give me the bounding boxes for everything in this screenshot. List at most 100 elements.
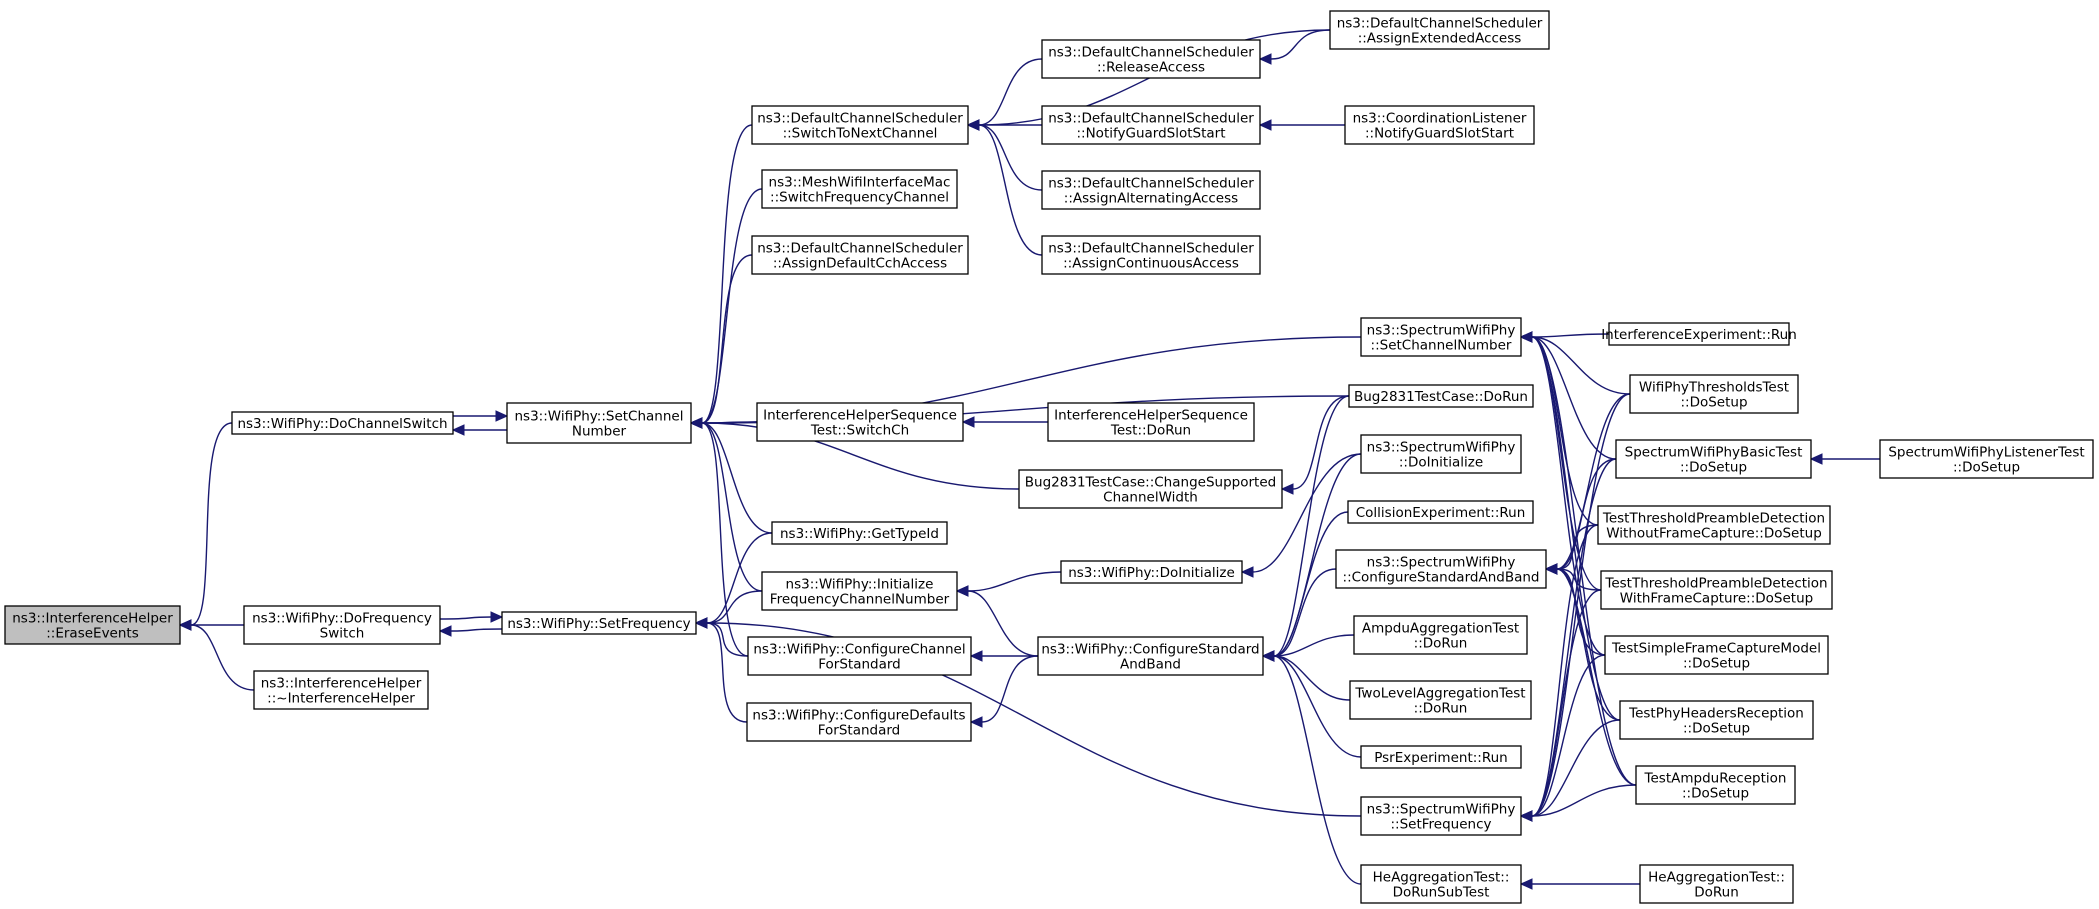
node-heaggsub[interactable]: HeAggregationTest::DoRunSubTest xyxy=(1360,864,1522,904)
arrowhead-sswlistener-to-sswbasic xyxy=(1809,453,1823,465)
call-edge-bugdorun-to-confstd xyxy=(1273,395,1350,657)
node-box xyxy=(1335,549,1547,589)
arrowhead-ampdurecep-to-sswsetfreq xyxy=(1519,810,1533,822)
call-edge-wifithresh-to-sswsetchan xyxy=(1531,336,1631,395)
call-edge-simplecap-to-sswconfstd xyxy=(1556,568,1606,656)
call-edge-confdef-to-setfreq xyxy=(706,622,748,723)
node-label: TestPhyHeadersReception xyxy=(1628,706,1804,722)
node-label: ns3::WifiPhy::Initialize xyxy=(786,577,934,593)
node-label: Test::DoRun xyxy=(1110,423,1191,439)
node-sswsetchan[interactable]: ns3::SpectrumWifiPhy::SetChannelNumber xyxy=(1360,317,1522,357)
node-erase[interactable]: ns3::InterferenceHelper::EraseEvents xyxy=(4,605,181,645)
node-setchan[interactable]: ns3::WifiPhy::SetChannelNumber xyxy=(506,402,692,444)
call-edge-tpdwith-to-sswconfstd xyxy=(1556,568,1602,591)
call-edge-gettypeid-to-setchan xyxy=(701,422,773,534)
node-label: HeAggregationTest:: xyxy=(1648,870,1785,886)
node-box xyxy=(1041,39,1261,79)
node-box xyxy=(747,636,972,676)
call-edge-setfreq-to-dofreqswitch xyxy=(450,628,503,632)
node-coordnotify[interactable]: ns3::CoordinationListener::NotifyGuardSl… xyxy=(1344,105,1535,145)
node-assignalt[interactable]: ns3::DefaultChannelScheduler::AssignAlte… xyxy=(1041,170,1261,210)
node-ampdutest[interactable]: AmpduAggregationTest::DoRun xyxy=(1353,615,1528,655)
node-label: ::ConfigureStandardAndBand xyxy=(1343,570,1540,586)
call-edge-assigncont-to-switchnext xyxy=(978,124,1043,256)
node-label: ::DoSetup xyxy=(1683,656,1750,672)
node-label: ForStandard xyxy=(818,723,901,739)
node-simplecap[interactable]: TestSimpleFrameCaptureModel::DoSetup xyxy=(1604,635,1829,675)
node-label: ns3::DefaultChannelScheduler xyxy=(1048,176,1254,192)
node-doinit[interactable]: ns3::WifiPhy::DoInitialize xyxy=(1060,560,1243,584)
node-label: ns3::WifiPhy::DoInitialize xyxy=(1068,565,1235,581)
node-box xyxy=(1347,500,1534,524)
node-label: ns3::WifiPhy::SetFrequency xyxy=(507,616,690,632)
node-label: ::DoSetup xyxy=(1680,460,1747,476)
node-gettypeid[interactable]: ns3::WifiPhy::GetTypeId xyxy=(771,521,948,545)
node-ihdestr[interactable]: ns3::InterferenceHelper::~InterferenceHe… xyxy=(253,670,429,710)
node-dochswitch[interactable]: ns3::WifiPhy::DoChannelSwitch xyxy=(231,411,454,435)
call-edge-doinit-to-initfreqch xyxy=(967,571,1062,592)
node-bugchange[interactable]: Bug2831TestCase::ChangeSupportedChannelW… xyxy=(1018,469,1283,509)
node-sswlistener[interactable]: SpectrumWifiPhyListenerTest::DoSetup xyxy=(1879,439,2094,479)
node-label: Bug2831TestCase::ChangeSupported xyxy=(1025,475,1276,491)
node-bugdorun[interactable]: Bug2831TestCase::DoRun xyxy=(1348,384,1534,408)
node-label: ::AssignDefaultCchAccess xyxy=(773,256,947,272)
node-label: ns3::DefaultChannelScheduler xyxy=(757,241,963,257)
node-assignext[interactable]: ns3::DefaultChannelScheduler::AssignExte… xyxy=(1329,10,1550,50)
node-phyhdr[interactable]: TestPhyHeadersReception::DoSetup xyxy=(1619,700,1814,740)
node-label: ns3::DefaultChannelScheduler xyxy=(1048,45,1254,61)
call-edge-tpdwithout-to-sswsetfreq xyxy=(1531,524,1599,817)
node-label: ::SwitchFrequencyChannel xyxy=(770,190,949,206)
call-edge-meshswitch-to-setchan xyxy=(701,188,763,424)
arrowhead-sswsetfreq-to-setfreq xyxy=(694,617,708,629)
node-sswbasic[interactable]: SpectrumWifiPhyBasicTest::DoSetup xyxy=(1615,439,1812,479)
node-ampdurecep[interactable]: TestAmpduReception::DoSetup xyxy=(1635,765,1796,805)
call-edge-sswbasic-to-sswconfstd xyxy=(1556,458,1617,570)
node-box xyxy=(1600,570,1833,610)
node-label: ::SetFrequency xyxy=(1390,817,1491,833)
node-tpdwith[interactable]: TestThresholdPreambleDetectionWithFrameC… xyxy=(1600,570,1833,610)
node-confdef[interactable]: ns3::WifiPhy::ConfigureDefaultsForStanda… xyxy=(746,702,972,742)
node-label: ::DoRun xyxy=(1414,636,1468,652)
node-label: ns3::SpectrumWifiPhy xyxy=(1367,323,1516,339)
arrowhead-setfreq-to-dofreqswitch xyxy=(438,625,452,637)
node-box xyxy=(1597,505,1831,545)
node-sswdoinit[interactable]: ns3::SpectrumWifiPhy::DoInitialize xyxy=(1360,434,1522,474)
node-confstd[interactable]: ns3::WifiPhy::ConfigureStandardAndBand xyxy=(1037,636,1264,676)
node-tpdwithout[interactable]: TestThresholdPreambleDetectionWithoutFra… xyxy=(1597,505,1831,545)
node-box xyxy=(1349,680,1532,720)
node-meshswitch[interactable]: ns3::MeshWifiInterfaceMac::SwitchFrequen… xyxy=(761,169,958,209)
arrowhead-heaggsub-to-confstd xyxy=(1261,650,1275,662)
node-assigncont[interactable]: ns3::DefaultChannelScheduler::AssignCont… xyxy=(1041,235,1261,275)
node-initfreqch[interactable]: ns3::WifiPhy::InitializeFrequencyChannel… xyxy=(761,571,958,611)
node-label: TestSimpleFrameCaptureModel xyxy=(1611,641,1821,657)
node-sswconfstd[interactable]: ns3::SpectrumWifiPhy::ConfigureStandardA… xyxy=(1335,549,1547,589)
node-label: TestAmpduReception xyxy=(1644,771,1787,787)
call-edge-sswdoinit-to-doinit xyxy=(1252,453,1362,573)
node-box xyxy=(761,571,958,611)
node-notifyguard[interactable]: ns3::DefaultChannelScheduler::NotifyGuar… xyxy=(1041,105,1261,145)
node-box xyxy=(1348,384,1534,408)
node-box xyxy=(1353,615,1528,655)
node-confchan[interactable]: ns3::WifiPhy::ConfigureChannelForStandar… xyxy=(747,636,972,676)
node-box xyxy=(1615,439,1812,479)
node-label: ChannelWidth xyxy=(1103,490,1198,506)
node-release[interactable]: ns3::DefaultChannelScheduler::ReleaseAcc… xyxy=(1041,39,1261,79)
node-setfreq[interactable]: ns3::WifiPhy::SetFrequency xyxy=(501,611,697,635)
node-assigndefcch[interactable]: ns3::DefaultChannelScheduler::AssignDefa… xyxy=(751,235,969,275)
node-ifexprun[interactable]: InterferenceExperiment::Run xyxy=(1601,322,1797,346)
node-box xyxy=(1329,10,1550,50)
node-sswsetfreq[interactable]: ns3::SpectrumWifiPhy::SetFrequency xyxy=(1360,796,1522,836)
node-label: AndBand xyxy=(1120,657,1181,673)
node-wifithresh[interactable]: WifiPhyThresholdsTest::DoSetup xyxy=(1629,374,1799,414)
node-twolevel[interactable]: TwoLevelAggregationTest::DoRun xyxy=(1349,680,1532,720)
node-heaggdorun[interactable]: HeAggregationTest::DoRun xyxy=(1639,864,1794,904)
node-switchnext[interactable]: ns3::DefaultChannelScheduler::SwitchToNe… xyxy=(751,105,969,145)
node-collrun[interactable]: CollisionExperiment::Run xyxy=(1347,500,1534,524)
node-label: HeAggregationTest:: xyxy=(1373,870,1510,886)
call-edge-confchan-to-setfreq xyxy=(706,622,749,657)
node-psrrun[interactable]: PsrExperiment::Run xyxy=(1360,745,1522,769)
node-label: ns3::SpectrumWifiPhy xyxy=(1367,440,1516,456)
